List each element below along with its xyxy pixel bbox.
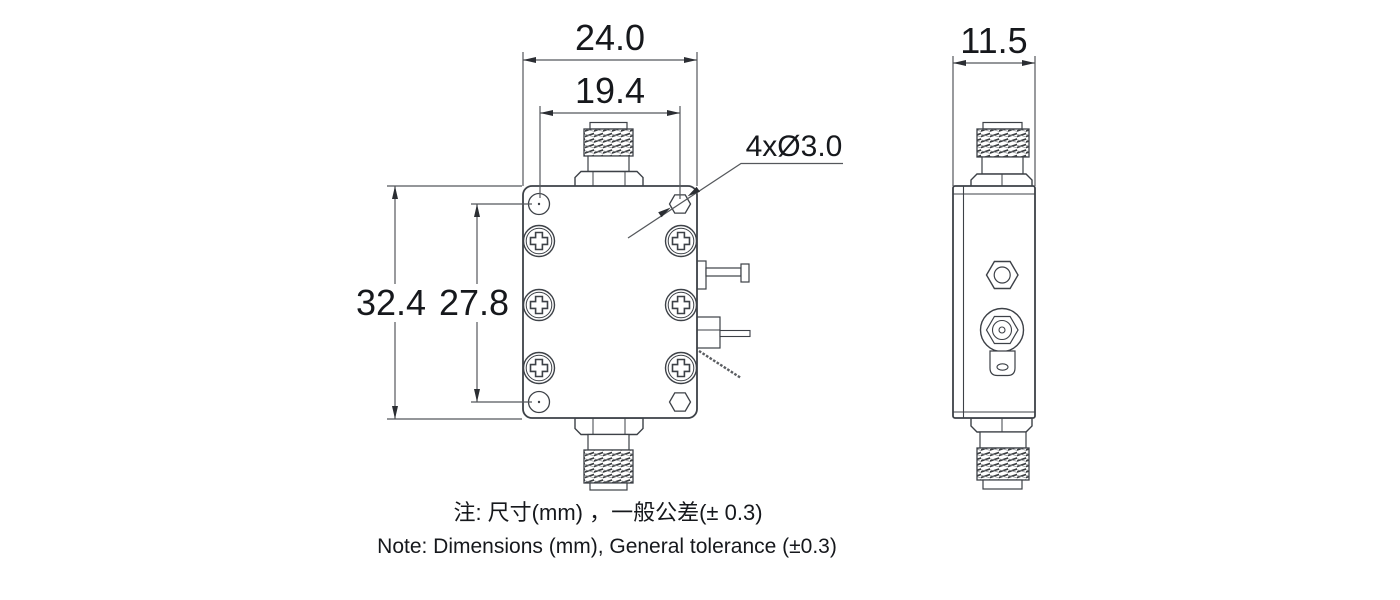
sma-collar [979,431,1027,449]
corner-hole-hex [668,392,692,412]
arrowhead [684,57,697,63]
arrowhead [667,110,680,116]
corner-hole-center [537,400,541,404]
screw [664,288,698,322]
pin-shaft [705,267,742,277]
sma-threads [976,128,1030,158]
sma-collar [587,155,630,173]
leader-line [627,162,843,239]
note-line-en: Note: Dimensions (mm), General tolerance… [377,535,837,558]
sma-cap [589,482,628,491]
sma-hex-nut [574,417,644,436]
hex-nut-feature [985,260,1019,290]
sma-connector-top-side [970,121,1033,189]
dimension-value: 11.5 [960,20,1027,61]
arrowhead [392,186,398,199]
dc-feedthrough-lower [695,316,751,349]
front-view: 24.0 19.4 32.4 [356,17,843,491]
feedthrough-pin [998,326,1006,334]
pin-cap [740,263,750,283]
screw [522,351,556,385]
arrowhead [474,204,480,217]
front-body [522,185,698,419]
dimension-value: 19.4 [575,70,645,111]
dimension-hole-spacing-horizontal: 19.4 [539,70,681,199]
dc-feedthrough-upper [696,260,750,290]
side-body-outline [952,185,1036,419]
dimension-hole-spacing-vertical: 27.8 [439,203,532,403]
sma-connector-bottom-front [574,417,644,491]
pin-shaft [719,329,751,338]
dimension-body-depth: 11.5 [952,20,1036,186]
sma-threads [583,128,634,157]
sma-connector-top-front [574,121,644,189]
feedthrough-connector [979,307,1025,353]
sma-cap [589,121,628,130]
screw [522,224,556,258]
solder-lug-slot [996,363,1009,371]
sma-collar [981,156,1024,175]
arrowhead [953,60,966,66]
arrowhead [474,389,480,402]
arrowhead [1022,60,1035,66]
dimension-value: 32.4 [356,282,426,323]
screw [522,288,556,322]
front-body-outline [522,185,698,419]
arrowhead [523,57,536,63]
screw [664,351,698,385]
hex-nut-outline [985,260,1019,290]
arrowhead [658,207,671,218]
hex-nut-bore [993,266,1011,284]
arrowhead [540,110,553,116]
hole-callout: 4xØ3.0 [627,130,843,239]
dimension-body-width: 24.0 [522,17,698,186]
corner-hole-center [537,202,541,206]
sma-cap [982,479,1023,490]
sma-connector-bottom-side [970,417,1033,490]
sma-cap [982,121,1023,130]
sma-threads [976,447,1030,481]
pin-block [695,316,721,349]
notes: 注: 尺寸(mm) ，一般公差(± 0.3) Note: Dimensions … [377,500,837,558]
side-body [952,185,1036,419]
sma-threads [583,449,634,484]
solder-lug [989,350,1016,377]
arrowhead [687,186,700,197]
dimension-value: 27.8 [439,282,509,323]
feedthrough-inner [991,319,1013,341]
arrowhead [392,406,398,419]
feedthrough-hex [985,315,1019,345]
sma-collar [587,433,630,451]
pin-stub [696,260,707,290]
callout-value: 4xØ3.0 [746,130,843,163]
side-view: 11.5 [952,20,1036,490]
wire-lead [698,349,742,380]
screw [664,224,698,258]
dimension-value: 24.0 [575,17,645,58]
note-line-zh: 注: 尺寸(mm) ，一般公差(± 0.3) [453,500,762,525]
dimension-body-height: 32.4 [356,185,522,420]
